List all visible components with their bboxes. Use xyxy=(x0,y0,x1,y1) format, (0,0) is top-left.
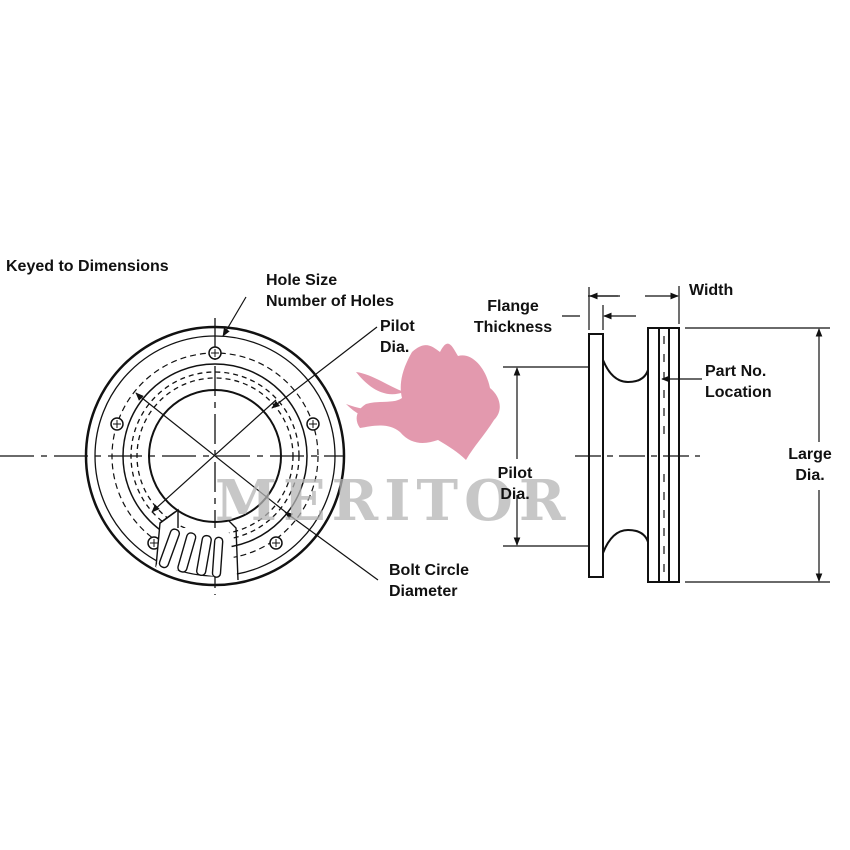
bolt-hole xyxy=(110,417,124,431)
front-pilot-text-1: Pilot xyxy=(380,318,415,335)
large-dia-text: Dia. xyxy=(795,467,825,484)
side-pilot-dia-label: Pilot Dia. xyxy=(490,463,540,505)
vane-cutaway xyxy=(155,508,239,581)
bolt-circle-text-2: Diameter xyxy=(389,583,458,600)
front-leaders xyxy=(135,296,379,581)
meritor-watermark-text: MERITOR xyxy=(215,468,571,534)
front-pilot-text-2: Dia. xyxy=(380,339,410,356)
hole-size-text: Hole Size xyxy=(266,272,338,289)
bolt-hole xyxy=(269,536,283,550)
location-text: Location xyxy=(705,384,772,401)
large-text: Large xyxy=(788,446,832,463)
thickness-text: Thickness xyxy=(473,319,553,336)
meritor-logo xyxy=(346,343,500,460)
flange-text: Flange xyxy=(487,298,539,315)
width-label: Width xyxy=(689,282,734,299)
flange-thickness-label: Flange Thickness xyxy=(466,296,560,338)
rotor-side-view xyxy=(575,327,700,583)
large-dia-label: Large Dia. xyxy=(782,444,838,486)
bolt-circle-label: Bolt Circle Diameter xyxy=(389,560,469,602)
front-pilot-dia-label: Pilot Dia. xyxy=(380,316,415,358)
hole-size-label: Hole Size Number of Holes xyxy=(266,270,394,312)
bolt-hole xyxy=(306,417,320,431)
diagram-title: Keyed to Dimensions xyxy=(6,258,169,275)
side-pilot-text-1: Pilot xyxy=(497,465,533,482)
number-of-holes-text: Number of Holes xyxy=(266,293,395,310)
part-no-location-label: Part No. Location xyxy=(705,361,772,403)
bolt-hole xyxy=(208,346,222,360)
bolt-holes xyxy=(110,346,320,550)
side-dimensions xyxy=(503,286,830,583)
bolt-circle-text-1: Bolt Circle xyxy=(389,562,470,579)
part-no-text: Part No. xyxy=(705,363,767,380)
side-pilot-text-2: Dia. xyxy=(500,486,530,503)
